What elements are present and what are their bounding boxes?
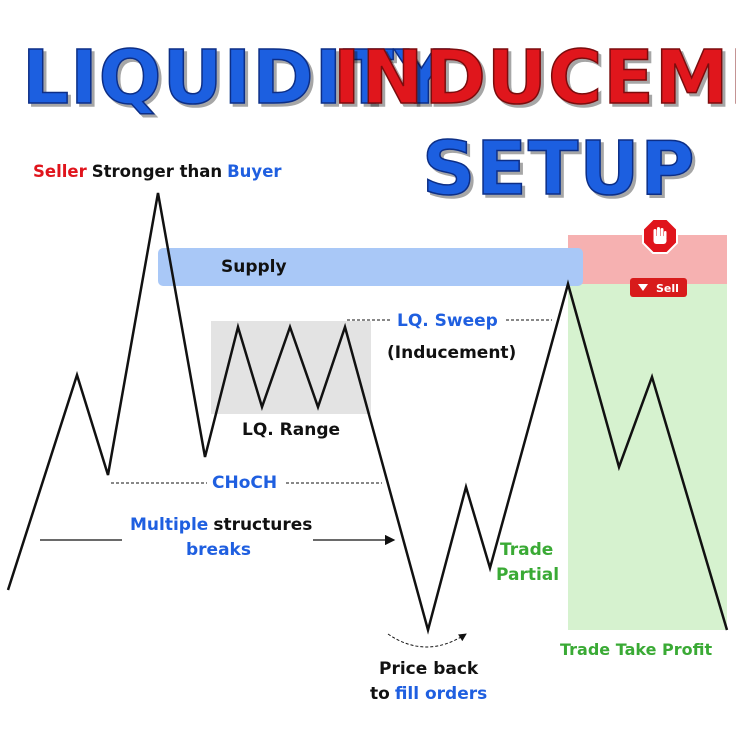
fill-orders-words: fill orders [395, 684, 487, 704]
sell-down-arrow-icon [638, 284, 648, 291]
supply-label: Supply [221, 257, 287, 277]
buyer-word: Buyer [227, 162, 282, 181]
title-liquidity: LIQUIDITY [22, 35, 450, 121]
structures-word: structures [213, 515, 312, 535]
inducement-label: (Inducement) [387, 343, 516, 363]
trade-partial-line2: Partial [496, 565, 559, 585]
breaks-label: breaks [186, 540, 251, 560]
sell-badge-label: Sell [656, 282, 679, 295]
stronger-than-words: Stronger than [92, 162, 222, 181]
title-setup: SETUP [422, 126, 696, 212]
price-back-line1: Price back [379, 659, 479, 679]
lq-sweep-label: LQ. Sweep [397, 311, 498, 331]
stop-hand-icon [642, 218, 678, 254]
trade-take-profit-label: Trade Take Profit [560, 640, 712, 659]
seller-word: Seller [33, 162, 88, 181]
title-inducement: INDUCEMENT [333, 35, 736, 121]
lq-range-zone [211, 321, 371, 414]
supply-zone [158, 248, 583, 286]
trade-partial-line1: Trade [500, 540, 553, 560]
profit-zone [568, 284, 727, 630]
multiple-word: Multiple [130, 515, 208, 535]
price-back-curve-arrow [387, 633, 467, 648]
choch-label: CHoCH [212, 473, 277, 493]
lq-range-label: LQ. Range [242, 420, 340, 440]
to-word: to [370, 684, 390, 704]
sell-badge: Sell [630, 278, 687, 297]
price-path [6, 192, 729, 635]
